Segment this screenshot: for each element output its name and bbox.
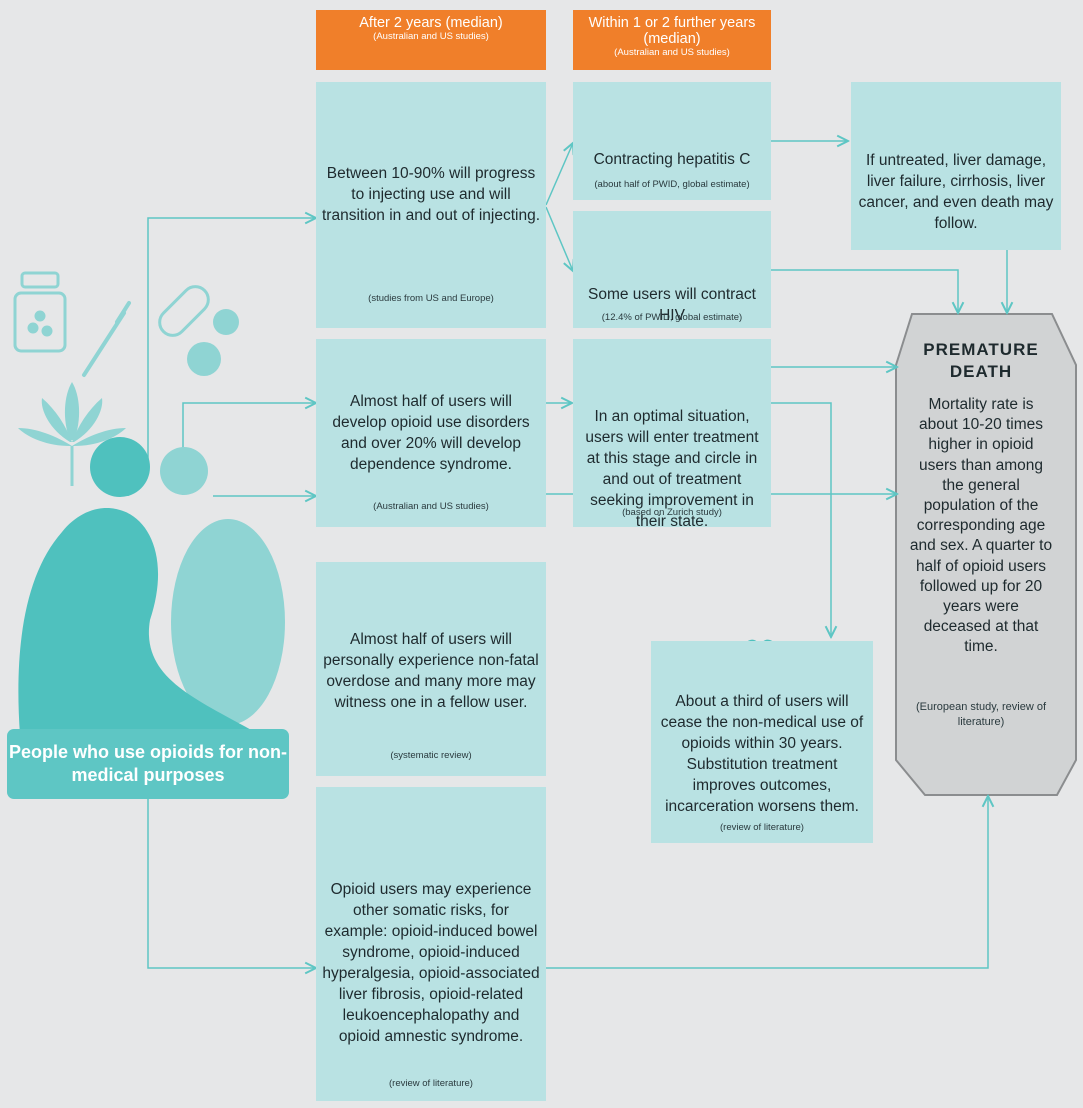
header-further-years-title: Within 1 or 2 further years (median) bbox=[588, 15, 756, 47]
cease-text: About a third of users will cease the no… bbox=[660, 693, 864, 815]
arrow-to-hiv bbox=[545, 206, 573, 271]
arrow-to-hepc bbox=[545, 143, 573, 206]
header-after-2-years-title: After 2 years (median) bbox=[359, 15, 503, 31]
hepc-text: Contracting hepatitis C bbox=[593, 151, 751, 168]
somatic-source: (review of literature) bbox=[389, 1078, 473, 1089]
box-cease-use: About a third of users will cease the no… bbox=[651, 641, 873, 843]
header-further-years: Within 1 or 2 further years (median) (Au… bbox=[573, 10, 771, 70]
header-after-2-years-source: (Australian and US studies) bbox=[373, 31, 489, 42]
injecting-text: Between 10-90% will progress to injectin… bbox=[322, 165, 540, 224]
box-liver-damage: If untreated, liver damage, liver failur… bbox=[851, 82, 1061, 250]
box-opioid-use-disorder: Almost half of users will develop opioid… bbox=[316, 339, 546, 527]
box-treatment: In an optimal situation, users will ente… bbox=[573, 339, 771, 530]
hiv-text: Some users will contract HIV bbox=[588, 286, 756, 324]
box-hepatitis-c: Contracting hepatitis C (about half of P… bbox=[573, 82, 771, 200]
cease-source: (review of literature) bbox=[720, 822, 804, 833]
premature-death-title: PREMATURE DEATH bbox=[923, 340, 1039, 381]
box-overdose: Almost half of users will personally exp… bbox=[316, 562, 546, 776]
header-further-years-source: (Australian and US studies) bbox=[614, 47, 730, 58]
box-hiv: Some users will contract HIV (12.4% of P… bbox=[573, 211, 771, 328]
cannabis-leaf-icon bbox=[18, 382, 126, 486]
pill-bottle-icon bbox=[13, 271, 67, 353]
injecting-source: (studies from US and Europe) bbox=[368, 293, 494, 304]
treatment-text: In an optimal situation, users will ente… bbox=[585, 408, 759, 530]
arrow-to-injecting bbox=[147, 218, 316, 470]
somatic-text: Opioid users may experience other somati… bbox=[322, 881, 540, 1045]
liver-text: If untreated, liver damage, liver failur… bbox=[858, 152, 1054, 232]
box-somatic-risks: Opioid users may experience other somati… bbox=[316, 787, 546, 1101]
arrow-to-somatic bbox=[147, 798, 316, 968]
people-who-use-opioids-label: People who use opioids for non-medical p… bbox=[7, 729, 289, 799]
premature-death-source: (European study, review of literature) bbox=[915, 701, 1047, 728]
treatment-source: (based on Zurich study) bbox=[622, 507, 722, 518]
hepc-source: (about half of PWID, global estimate) bbox=[594, 179, 750, 190]
box-injecting-use: Between 10-90% will progress to injectin… bbox=[316, 82, 546, 328]
hiv-source: (12.4% of PWID, global estimate) bbox=[601, 312, 743, 323]
header-after-2-years: After 2 years (median) (Australian and U… bbox=[316, 10, 546, 70]
pills-icon bbox=[158, 285, 239, 376]
disorder-text: Almost half of users will develop opioid… bbox=[332, 393, 530, 473]
overdose-source: (systematic review) bbox=[390, 750, 472, 761]
arrow-to-cease bbox=[771, 402, 831, 637]
people-silhouette-icon bbox=[18, 437, 285, 735]
disorder-source: (Australian and US studies) bbox=[373, 501, 489, 512]
premature-death-text: Mortality rate is about 10-20 times high… bbox=[909, 396, 1053, 656]
overdose-text: Almost half of users will personally exp… bbox=[323, 631, 539, 711]
arrow-hiv-to-death bbox=[771, 269, 958, 313]
arrow-somatic-to-death bbox=[546, 796, 988, 969]
small-syringe-icon bbox=[82, 301, 131, 377]
